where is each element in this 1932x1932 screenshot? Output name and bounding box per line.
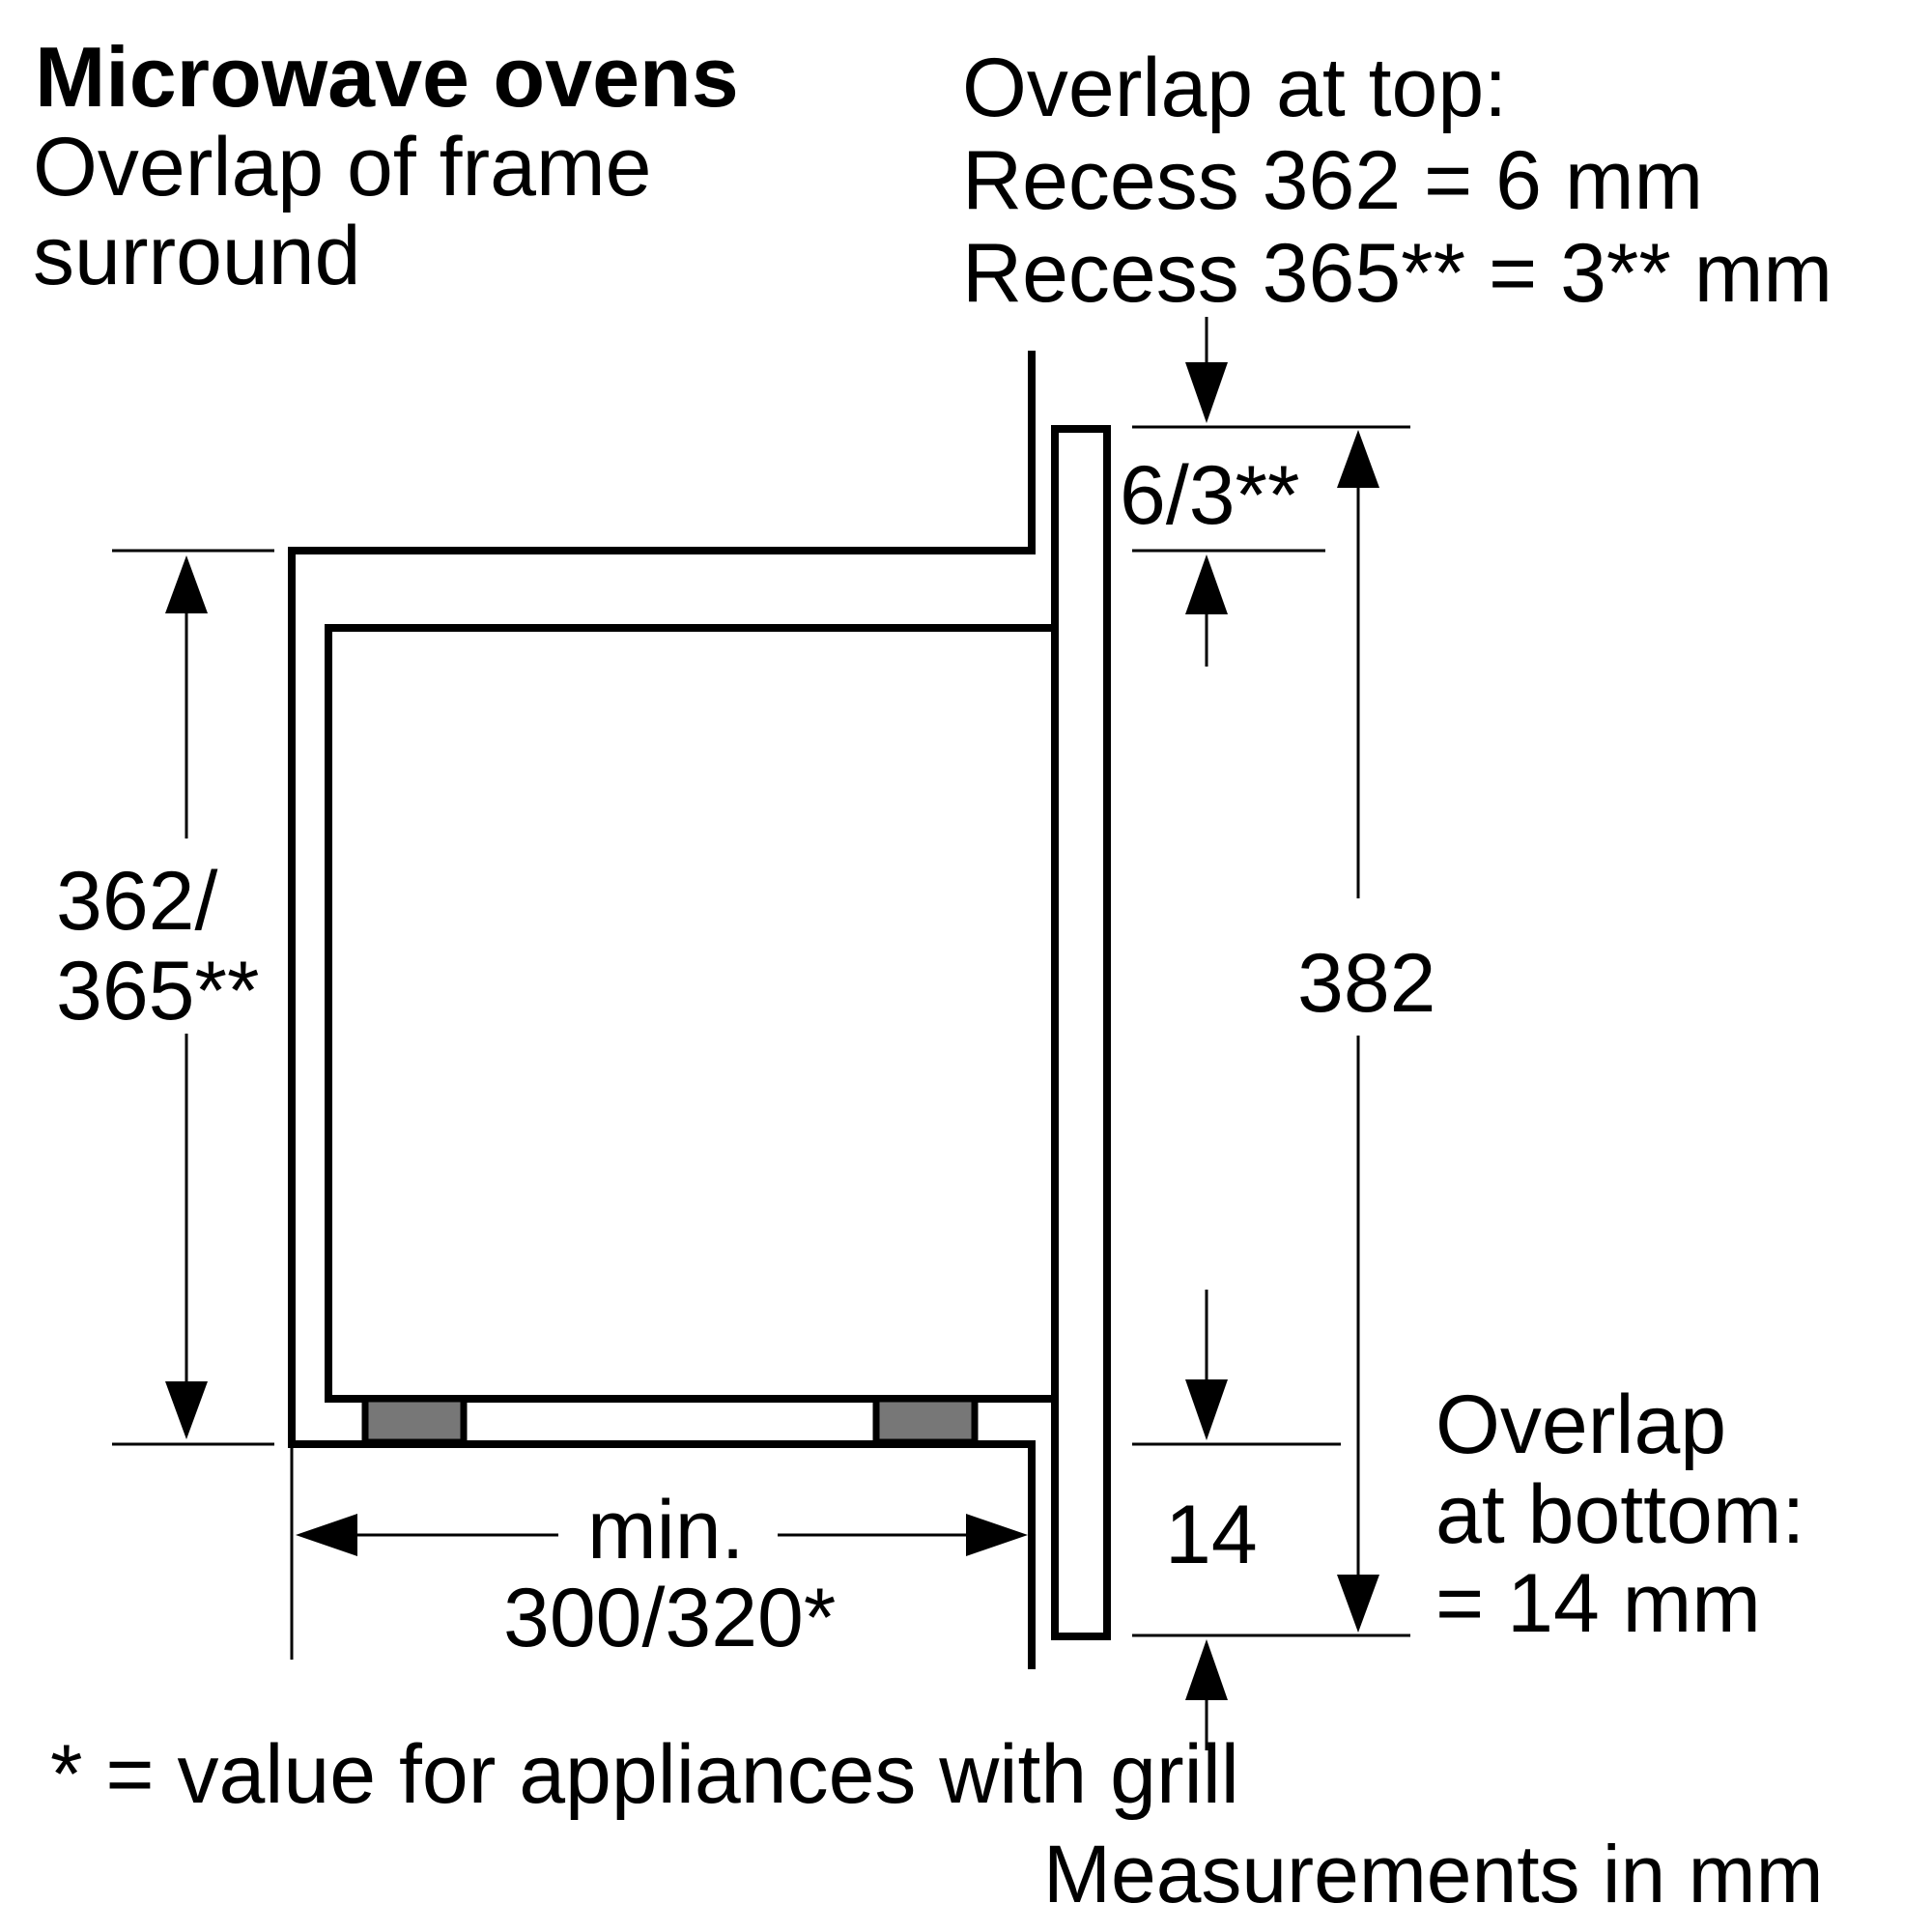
diagram-title: Microwave ovens xyxy=(35,29,739,125)
appliance-body xyxy=(325,624,1053,1403)
diagram-subtitle-line2: surround xyxy=(33,210,361,302)
frame-height-arrow-down xyxy=(1337,1575,1379,1633)
overlap-top-heading: Overlap at top: xyxy=(962,42,1508,134)
front-frame xyxy=(1051,425,1111,1640)
bottom-overlap-arrow-down xyxy=(1185,1379,1228,1440)
top-overlap-value: 6/3** xyxy=(1120,449,1300,542)
frame-height-value: 382 xyxy=(1297,937,1436,1030)
recess-height-arrow-up xyxy=(165,555,208,613)
cabinet-outline xyxy=(288,351,1036,1669)
top-overlap-arrow-up xyxy=(1185,554,1228,614)
units-footnote: Measurements in mm xyxy=(1043,1829,1824,1919)
grill-footnote: * = value for appliances with grill xyxy=(50,1728,1239,1821)
overlap-bottom-line2: at bottom: xyxy=(1435,1468,1805,1561)
overlap-top-recess-362: Recess 362 = 6 mm xyxy=(962,134,1704,227)
diagram-subtitle-line1: Overlap of frame xyxy=(33,121,652,213)
depth-label-line2: 300/320* xyxy=(503,1572,837,1664)
depth-arrow-right xyxy=(966,1514,1028,1556)
bottom-overlap-arrow-up xyxy=(1185,1639,1228,1700)
depth-label-line1: min. xyxy=(587,1484,745,1577)
overlap-top-recess-365: Recess 365** = 3** mm xyxy=(962,227,1833,320)
bottom-overlap-value: 14 xyxy=(1165,1489,1258,1581)
top-overlap-arrow-down xyxy=(1185,362,1228,423)
frame-height-arrow-up xyxy=(1337,430,1379,488)
recess-height-arrow-down xyxy=(165,1381,208,1439)
overlap-bottom-line3: = 14 mm xyxy=(1435,1557,1761,1650)
overlap-bottom-line1: Overlap xyxy=(1435,1378,1727,1471)
appliance-foot-left xyxy=(361,1395,468,1446)
recess-height-line1: 362/ xyxy=(56,855,218,948)
recess-height-line2: 365** xyxy=(56,945,260,1037)
depth-arrow-left xyxy=(296,1514,357,1556)
appliance-foot-right xyxy=(872,1395,979,1446)
